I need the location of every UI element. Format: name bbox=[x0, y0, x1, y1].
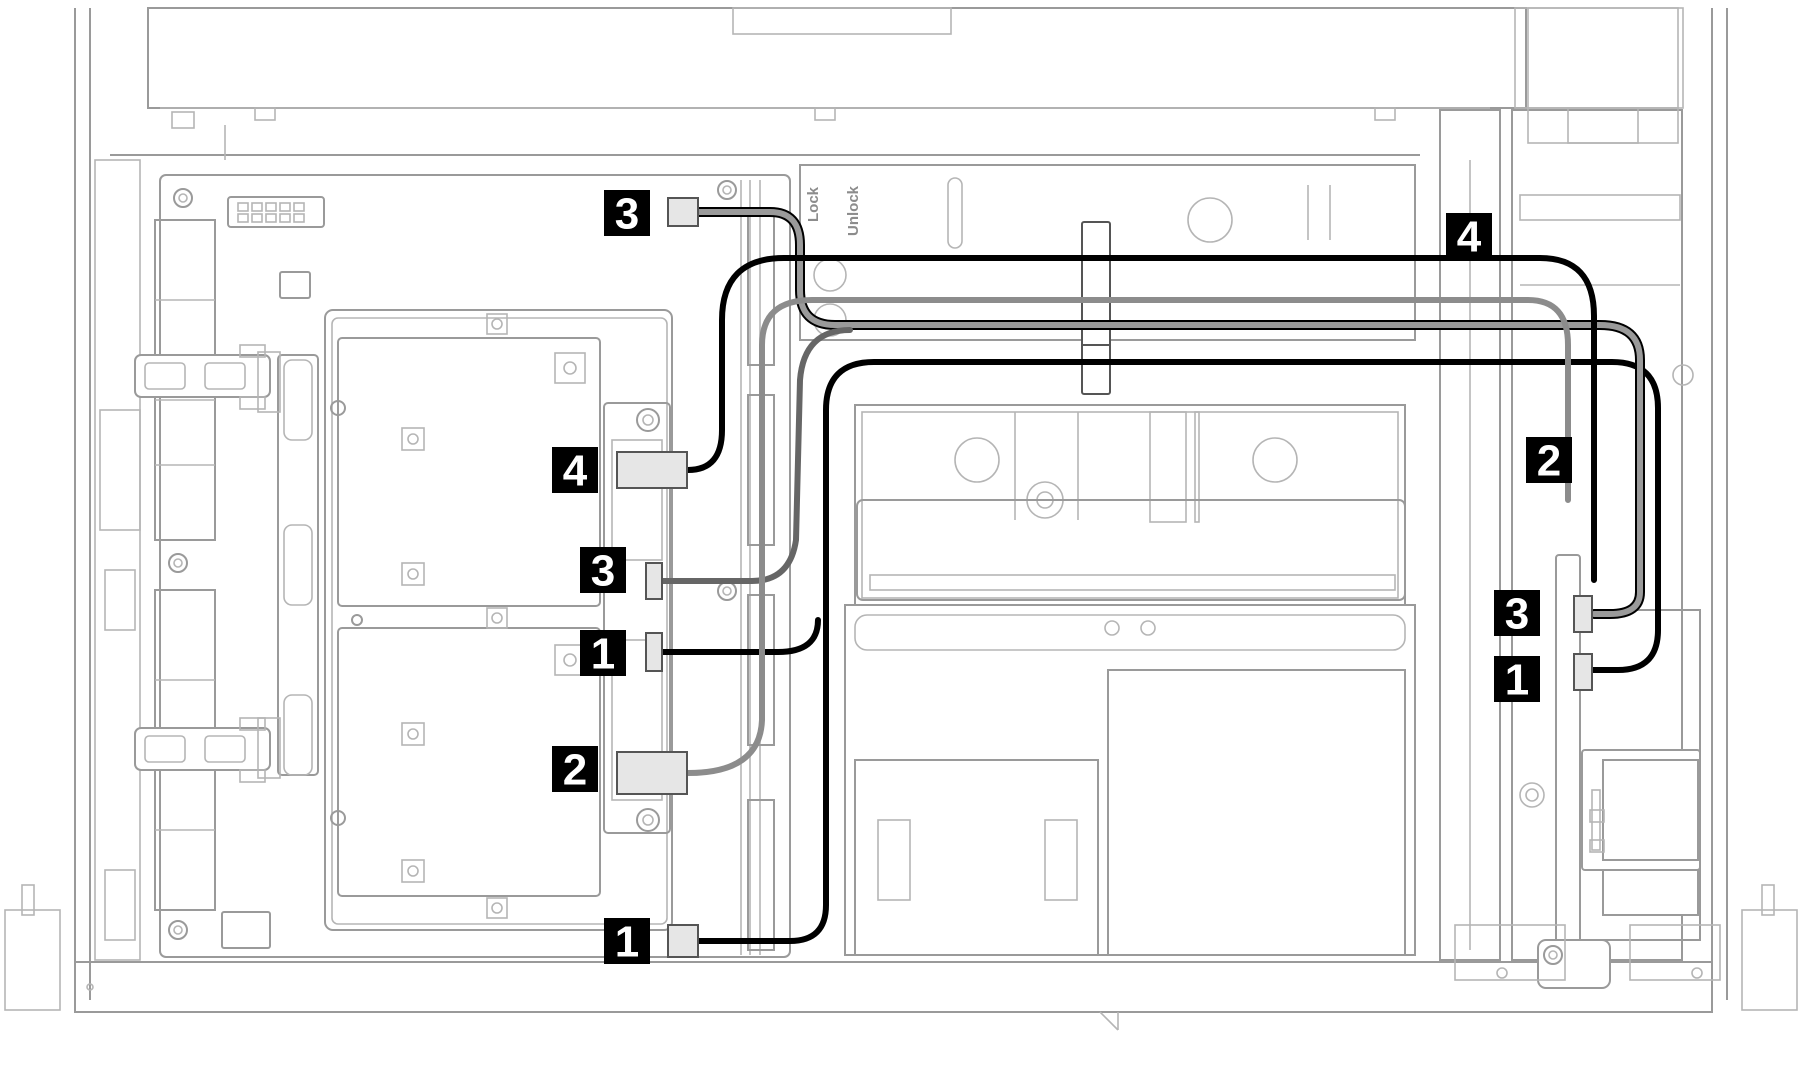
cable-strap bbox=[1081, 221, 1111, 395]
callout-left-4: 4 bbox=[552, 447, 598, 496]
cable-1-mid bbox=[657, 617, 821, 655]
latch-icon bbox=[134, 344, 271, 410]
connector-right-3 bbox=[1573, 595, 1593, 633]
connector-1-mid bbox=[645, 632, 663, 672]
callout-label: 4 bbox=[563, 447, 588, 496]
callout-left-3: 3 bbox=[580, 547, 626, 596]
callout-right-1: 1 bbox=[1494, 656, 1540, 705]
cables bbox=[657, 207, 1661, 944]
right-riser-area bbox=[1439, 7, 1721, 989]
callout-label: 1 bbox=[615, 918, 639, 967]
latch-icon bbox=[134, 717, 271, 783]
cable-1-bottom bbox=[689, 359, 1661, 944]
callout-left-3-top: 3 bbox=[604, 190, 650, 239]
screw-icon bbox=[168, 180, 737, 940]
callout-label: 2 bbox=[563, 746, 587, 795]
connector-right-1 bbox=[1573, 653, 1593, 691]
callout-left-1-mid: 1 bbox=[580, 630, 626, 679]
cable-4 bbox=[685, 255, 1597, 583]
chassis-frame bbox=[4, 7, 1798, 1031]
unlock-label: Unlock bbox=[845, 185, 862, 236]
connector-4 bbox=[616, 451, 688, 489]
connectors bbox=[616, 197, 1593, 958]
cable-2 bbox=[685, 297, 1571, 776]
connector-1-bottom bbox=[667, 924, 699, 958]
connector-3-left bbox=[645, 562, 663, 600]
cable-3-left bbox=[657, 327, 853, 584]
slot-column bbox=[740, 180, 775, 955]
callout-label: 3 bbox=[591, 547, 615, 596]
power-connector-icon bbox=[227, 196, 325, 228]
callout-label: 2 bbox=[1537, 437, 1561, 486]
callout-label: 4 bbox=[1457, 213, 1482, 262]
callout-right-2: 2 bbox=[1526, 437, 1572, 486]
callout-right-4: 4 bbox=[1446, 213, 1492, 262]
callout-label: 1 bbox=[1505, 656, 1529, 705]
callout-label: 1 bbox=[591, 630, 615, 679]
callout-left-2: 2 bbox=[552, 746, 598, 795]
connector-2 bbox=[616, 751, 688, 795]
callout-label: 3 bbox=[1505, 590, 1529, 639]
lock-labels: Lock Unlock bbox=[805, 185, 862, 337]
callouts: 3 4 3 1 2 1 4 2 bbox=[552, 190, 1572, 967]
callout-left-1-bottom: 1 bbox=[604, 918, 650, 967]
cable-3-top bbox=[695, 209, 1643, 617]
connector-3-top bbox=[667, 197, 699, 227]
callout-right-3: 3 bbox=[1494, 590, 1540, 639]
callout-label: 3 bbox=[615, 190, 639, 239]
lock-label: Lock bbox=[805, 186, 822, 222]
processor-cage bbox=[324, 309, 673, 931]
